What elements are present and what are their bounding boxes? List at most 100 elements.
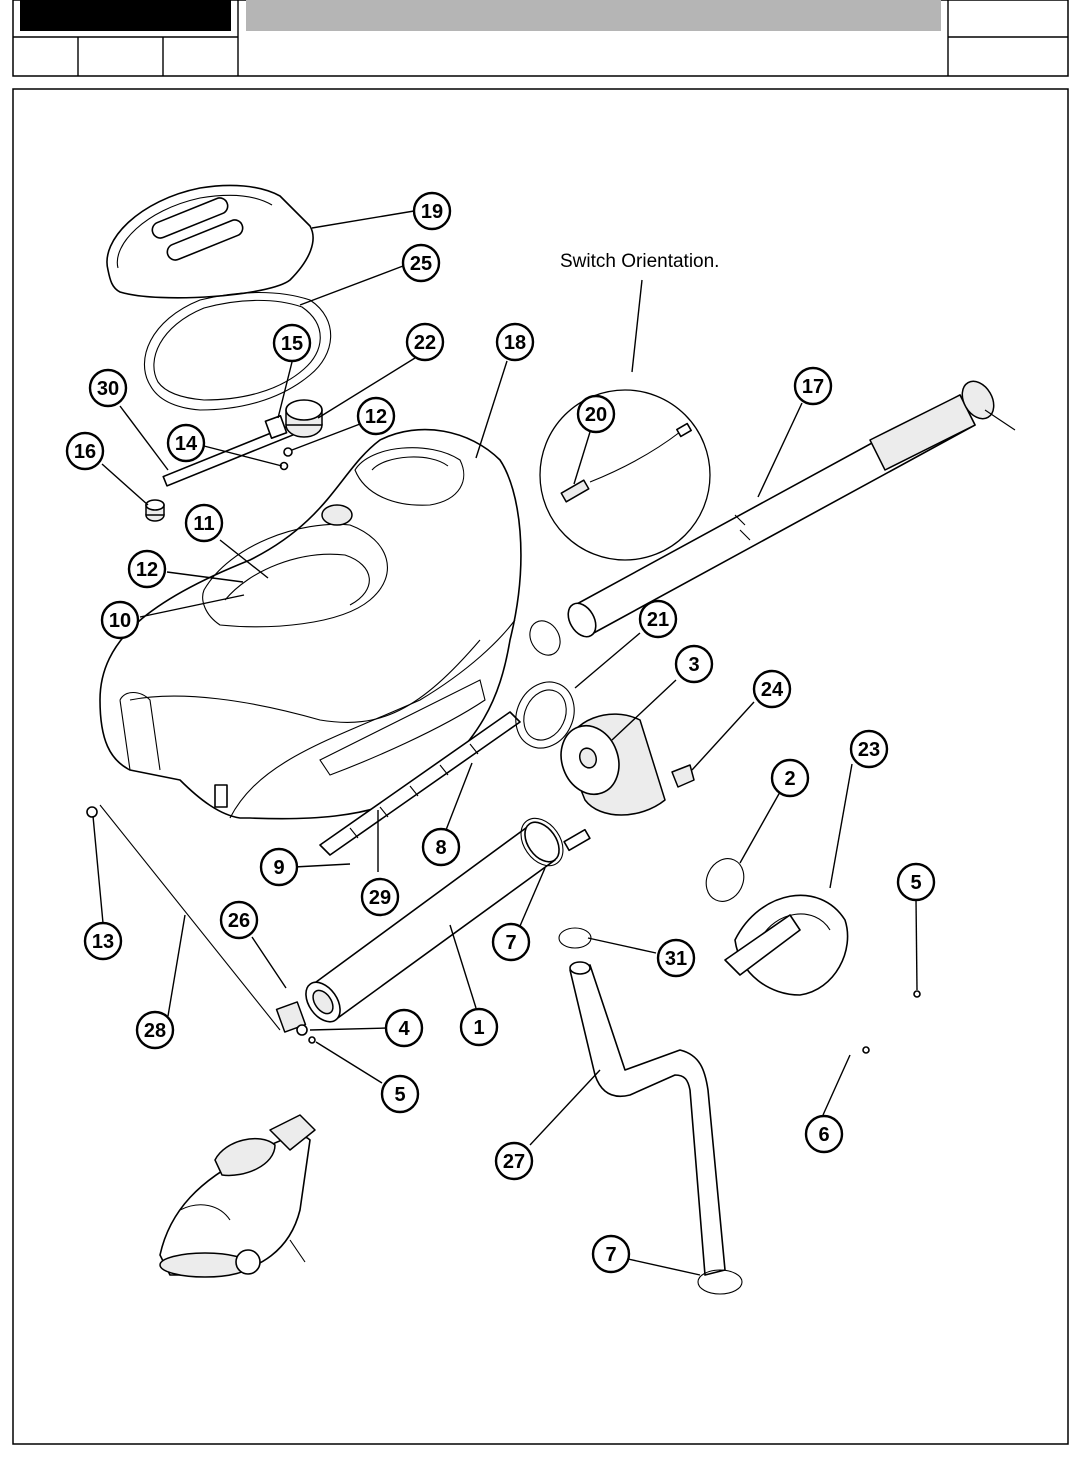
part-screw-5b bbox=[308, 1036, 316, 1044]
svg-text:4: 4 bbox=[398, 1018, 410, 1040]
svg-text:29: 29 bbox=[369, 887, 391, 909]
callout-26: 26 bbox=[219, 900, 259, 940]
callout-9: 9 bbox=[259, 847, 299, 887]
part-switch-20 bbox=[560, 422, 692, 503]
part-hose-27 bbox=[569, 961, 726, 1276]
part-washer-4 bbox=[296, 1024, 308, 1036]
callout-12-lower: 12 bbox=[127, 549, 167, 589]
part-screw-12a bbox=[283, 447, 293, 457]
callout-2: 2 bbox=[770, 758, 810, 798]
callout-8: 8 bbox=[421, 827, 461, 867]
svg-text:31: 31 bbox=[665, 948, 687, 970]
svg-text:12: 12 bbox=[136, 559, 158, 581]
svg-text:6: 6 bbox=[818, 1124, 829, 1146]
header-block bbox=[12, 0, 1069, 77]
svg-text:2: 2 bbox=[784, 768, 795, 790]
callout-13: 13 bbox=[83, 921, 123, 961]
callout-18: 18 bbox=[495, 322, 535, 362]
svg-text:22: 22 bbox=[414, 332, 436, 354]
part-housing-23 bbox=[724, 894, 849, 996]
svg-text:10: 10 bbox=[109, 610, 131, 632]
part-rod-28 bbox=[99, 804, 281, 1031]
part-seal-2 bbox=[705, 858, 745, 902]
callout-11: 11 bbox=[184, 503, 224, 543]
callout-29: 29 bbox=[360, 877, 400, 917]
callout-20: 20 bbox=[576, 394, 616, 434]
svg-text:13: 13 bbox=[92, 931, 114, 953]
svg-text:17: 17 bbox=[802, 376, 824, 398]
svg-text:7: 7 bbox=[605, 1244, 616, 1266]
leader-lines bbox=[92, 210, 918, 1276]
callout-3: 3 bbox=[674, 644, 714, 684]
callout-19: 19 bbox=[412, 191, 452, 231]
header-grey-banner bbox=[246, 0, 941, 31]
callout-4: 4 bbox=[384, 1008, 424, 1048]
callout-16: 16 bbox=[65, 431, 105, 471]
part-cover-19 bbox=[106, 184, 314, 299]
svg-text:27: 27 bbox=[503, 1151, 525, 1173]
callout-1: 1 bbox=[459, 1007, 499, 1047]
svg-text:8: 8 bbox=[435, 837, 446, 859]
svg-text:26: 26 bbox=[228, 910, 250, 932]
page-frame bbox=[12, 88, 1069, 1445]
svg-text:20: 20 bbox=[585, 404, 607, 426]
callout-5-right: 5 bbox=[896, 862, 936, 902]
part-clamp-7b bbox=[697, 1269, 743, 1295]
svg-text:15: 15 bbox=[281, 333, 303, 355]
callout-5-lower: 5 bbox=[380, 1074, 420, 1114]
callout-31: 31 bbox=[656, 938, 696, 978]
svg-text:9: 9 bbox=[273, 857, 284, 879]
svg-text:1: 1 bbox=[473, 1017, 484, 1039]
callout-24: 24 bbox=[752, 669, 792, 709]
svg-text:30: 30 bbox=[97, 378, 119, 400]
svg-text:3: 3 bbox=[688, 654, 699, 676]
callout-22: 22 bbox=[405, 322, 445, 362]
callout-15: 15 bbox=[272, 323, 312, 363]
callout-23: 23 bbox=[849, 729, 889, 769]
part-seal-21 bbox=[515, 681, 575, 749]
svg-text:28: 28 bbox=[144, 1020, 166, 1042]
svg-text:7: 7 bbox=[505, 932, 516, 954]
part-motor-3 bbox=[560, 713, 666, 852]
svg-text:21: 21 bbox=[647, 609, 669, 631]
part-tube-1 bbox=[305, 821, 560, 1023]
callout-14: 14 bbox=[166, 423, 206, 463]
svg-text:11: 11 bbox=[193, 513, 214, 535]
machine-overview-illustration bbox=[159, 1114, 316, 1278]
svg-text:24: 24 bbox=[761, 679, 784, 701]
svg-text:25: 25 bbox=[410, 253, 432, 275]
callout-6: 6 bbox=[804, 1114, 844, 1154]
callout-7-lower: 7 bbox=[591, 1234, 631, 1274]
callout-17: 17 bbox=[793, 366, 833, 406]
part-clip-24 bbox=[671, 764, 695, 788]
part-clamp-7a bbox=[520, 817, 564, 867]
svg-text:18: 18 bbox=[504, 332, 526, 354]
svg-text:5: 5 bbox=[394, 1084, 405, 1106]
callout-10: 10 bbox=[100, 600, 140, 640]
part-hinge-29 bbox=[319, 711, 521, 856]
callout-27: 27 bbox=[494, 1141, 534, 1181]
svg-text:23: 23 bbox=[858, 739, 880, 761]
part-tank-18 bbox=[99, 428, 522, 820]
callout-28: 28 bbox=[135, 1010, 175, 1050]
svg-text:5: 5 bbox=[910, 872, 921, 894]
switch-orientation-caption: Switch Orientation. bbox=[560, 251, 719, 272]
svg-text:19: 19 bbox=[421, 201, 443, 223]
part-bracket-26 bbox=[275, 1001, 307, 1033]
callout-30: 30 bbox=[88, 368, 128, 408]
part-bracket-15 bbox=[264, 415, 288, 439]
switch-detail-circle bbox=[539, 389, 711, 561]
svg-text:14: 14 bbox=[175, 433, 198, 455]
svg-text:12: 12 bbox=[365, 406, 387, 428]
callout-7-middle: 7 bbox=[491, 922, 531, 962]
part-pin-13 bbox=[86, 806, 98, 818]
callout-25: 25 bbox=[401, 243, 441, 283]
header-dark-banner bbox=[20, 0, 231, 31]
part-hose-17 bbox=[567, 380, 1016, 638]
callout-12-upper: 12 bbox=[356, 396, 396, 436]
part-gasket-25 bbox=[143, 292, 332, 411]
part-clamp-31 bbox=[558, 927, 592, 949]
part-plug-16 bbox=[145, 499, 165, 522]
svg-text:16: 16 bbox=[74, 441, 96, 463]
